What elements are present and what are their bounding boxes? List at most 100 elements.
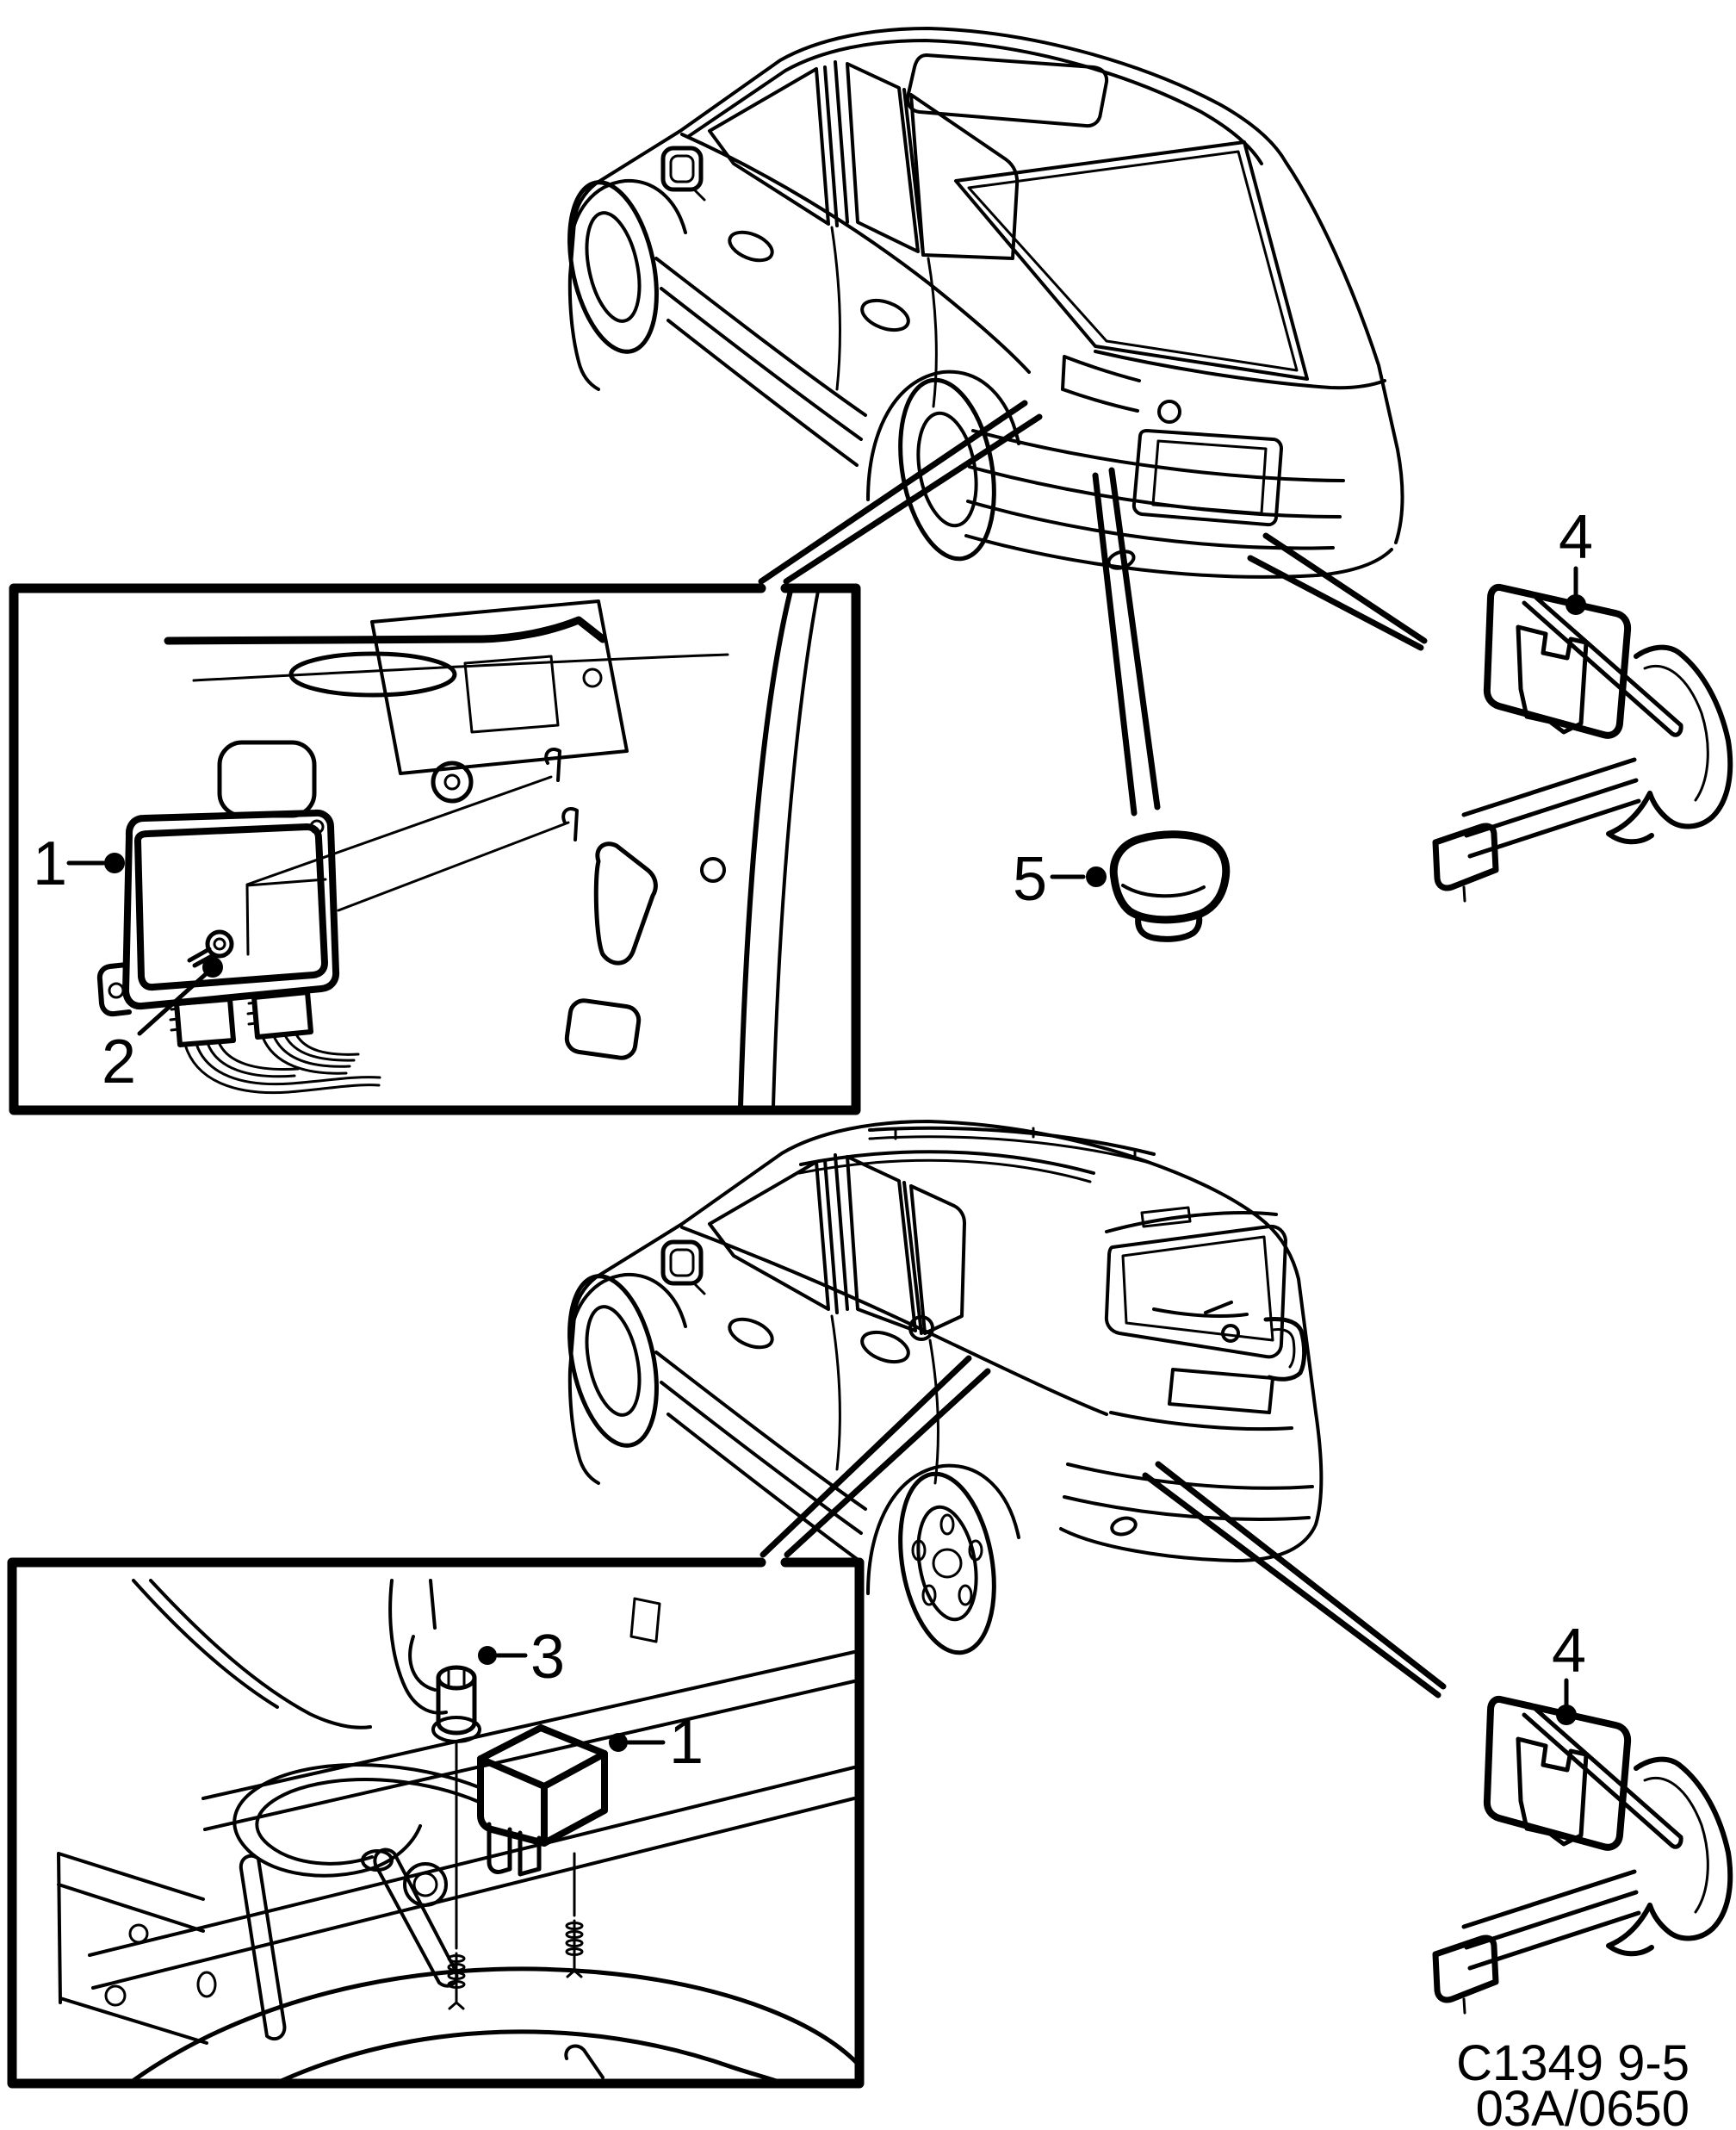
- sedan-door-handle-rear: [860, 298, 910, 332]
- sedan-rear-windshield: [954, 140, 1309, 381]
- sedan-illustration: [567, 27, 1404, 579]
- sedan-sunroof: [905, 53, 1109, 128]
- parcel-shelf-speaker-hole: [288, 651, 457, 698]
- sedan-tail-light: [1061, 355, 1141, 413]
- diagram-code: C1349 9-5: [1456, 2035, 1690, 2091]
- diagram-revision: 03A/0650: [1476, 2081, 1690, 2130]
- wagon-front-face: [567, 1314, 600, 1485]
- grommet-foot: [1135, 911, 1203, 942]
- callout-top-inset-1: 1: [33, 829, 125, 898]
- callout-label-1: 1: [33, 829, 67, 898]
- callout-dot-1b: [609, 1733, 628, 1752]
- floor-slot-1: [239, 1854, 287, 2041]
- wagon-mirror: [660, 1239, 706, 1295]
- sedan-door-handle-front: [728, 230, 774, 263]
- sedan-front-face: [567, 220, 600, 391]
- wagon-door-handle-rear: [860, 1330, 910, 1364]
- wagon-quarter-window: [909, 1184, 966, 1335]
- module-top-face: [477, 1724, 608, 1790]
- wagon-rocker-moldings: [654, 1351, 867, 1561]
- callout-dot-1: [104, 853, 125, 873]
- wagon-third-brake-light: [1140, 1206, 1192, 1228]
- sedan-trunk-edge: [1094, 350, 1386, 390]
- sedan-rear-tire: [898, 377, 996, 562]
- c-pillar-trim-curve: [738, 588, 793, 1109]
- module-bracket-foot: [96, 962, 132, 1017]
- mounting-clip-2: [561, 806, 579, 841]
- wagon-b-pillar: [823, 1153, 849, 1314]
- leader-line-wagon-to-bottom-inset: [760, 1355, 991, 1558]
- module-connector-prongs: [487, 1822, 542, 1877]
- wheel-well-arc: [127, 1966, 859, 2086]
- wagon-wheel-spokes: [911, 1513, 983, 1606]
- wagon-front-door-window: [708, 1160, 830, 1311]
- trim-hole-triangle: [593, 841, 658, 966]
- callout-label-3: 3: [530, 1623, 565, 1692]
- sedan-front-rim: [585, 211, 642, 323]
- module-connectors: [169, 990, 313, 1047]
- module-wiring-harness: [183, 1033, 381, 1095]
- wagon-roof-rail-near: [799, 1150, 1095, 1175]
- callout-top-inset-2: 2: [102, 957, 223, 1096]
- wagon-leader-wedges: [760, 1355, 1447, 1698]
- sedan-door-gaps: [830, 226, 938, 408]
- sedan-leader-wedges: [758, 400, 1428, 817]
- belt-slot: [629, 1597, 661, 1643]
- wagon-front-rim: [585, 1305, 642, 1417]
- sedan-front-tire: [567, 180, 659, 354]
- grommet-dome: [1109, 830, 1231, 924]
- wagon-front-tire: [567, 1274, 659, 1448]
- sedan-front-door-window: [708, 67, 830, 226]
- sedan-tail-bands: [966, 429, 1345, 550]
- mounting-screw-center: [447, 1952, 466, 2010]
- wagon-rear-door-window: [846, 1155, 917, 1332]
- wagon-door-handle-front: [728, 1317, 774, 1350]
- callout-bottom-inset-1: 1: [609, 1708, 704, 1777]
- wagon-tail-light: [1263, 1317, 1307, 1382]
- wagon-bumper-bands: [1063, 1462, 1314, 1521]
- bracket-part-top: 4: [1435, 503, 1730, 901]
- bottom-inset-border: [7, 1557, 865, 2089]
- sedan-rear-door-window: [846, 62, 920, 253]
- amplifier-module-assembly: [96, 809, 381, 1095]
- module-bracket: [122, 809, 340, 1010]
- module-side-face: [541, 1750, 608, 1847]
- wagon-illustration: [567, 1120, 1324, 1655]
- wagon-exhaust-tip: [1110, 1516, 1138, 1537]
- wagon-rear-wiper: [1152, 1301, 1249, 1318]
- callout-label-2: 2: [102, 1028, 136, 1096]
- wagon-rear-rim: [916, 1505, 978, 1622]
- wagon-fuel-door: [908, 1315, 934, 1341]
- leader-line-sedan-to-grommet: [1092, 467, 1161, 817]
- leader-line-wagon-to-bracket: [1142, 1461, 1447, 1698]
- sedan-license-recess: [1132, 429, 1283, 527]
- sedan-beltline: [680, 133, 1031, 374]
- trim-hole-rect: [217, 740, 317, 818]
- floor-amplifier-module: [232, 1724, 608, 1878]
- wagon-roof-rail-far: [868, 1126, 1156, 1156]
- sedan-body-silhouette: [573, 27, 1404, 544]
- callout-label-5: 5: [1013, 845, 1047, 914]
- sedan-roof-inner-edge: [687, 39, 1263, 165]
- bottom-inset-panel: 3 1: [7, 1557, 865, 2089]
- callout-label-4-top: 4: [1559, 503, 1593, 572]
- callout-label-1b: 1: [669, 1708, 704, 1777]
- top-inset-panel: 1 2: [9, 583, 861, 1115]
- trim-grommet-hole: [431, 761, 474, 804]
- callout-dot-2: [202, 957, 223, 978]
- mounting-clip-1: [544, 747, 561, 782]
- wagon-tailgate-bottom: [1109, 1411, 1293, 1431]
- sedan-bumper-bottom: [964, 534, 1393, 579]
- module-front-face: [477, 1755, 548, 1847]
- leader-line-sedan-to-top-inset: [758, 400, 1043, 585]
- wagon-tailgate-top: [1105, 1211, 1278, 1233]
- mounting-direction-lines: [245, 775, 570, 912]
- wagon-tailgate-window: [1104, 1224, 1287, 1359]
- callout-leader-2: [137, 971, 209, 1036]
- trim-hole-small-rect: [564, 998, 642, 1060]
- wagon-license-recess: [1168, 1368, 1274, 1414]
- mounting-screw-right: [565, 1919, 584, 1978]
- wagon-c-pillar: [902, 1181, 923, 1335]
